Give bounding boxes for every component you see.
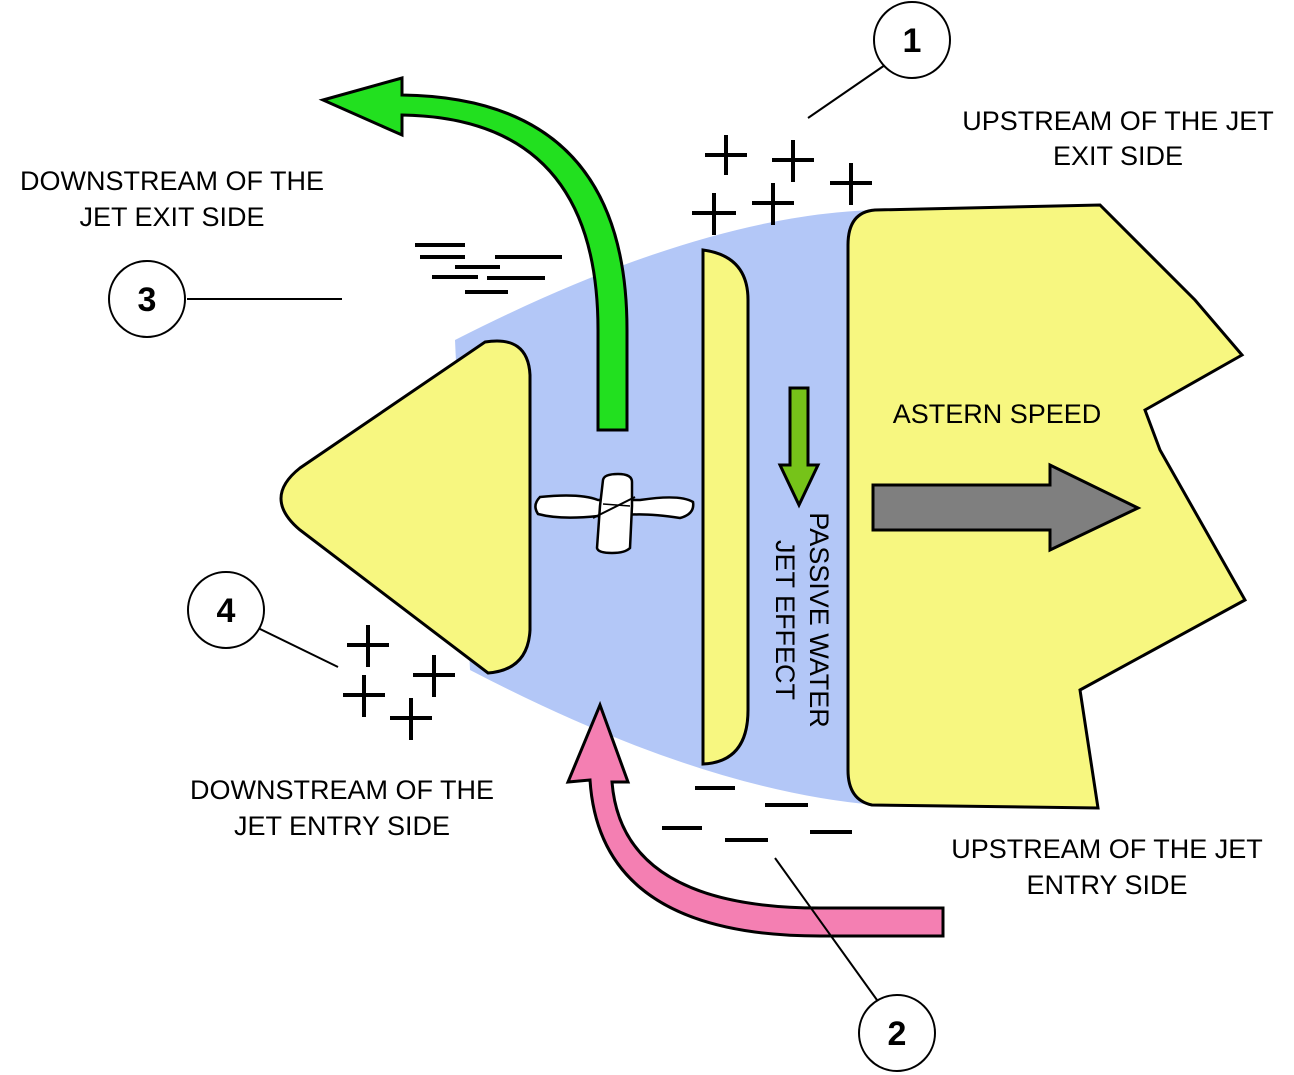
svg-text:1: 1 xyxy=(903,22,922,60)
plus-sign-icon xyxy=(347,625,389,667)
svg-text:EXIT SIDE: EXIT SIDE xyxy=(1053,141,1183,171)
svg-text:JET ENTRY SIDE: JET ENTRY SIDE xyxy=(234,811,450,841)
svg-text:4: 4 xyxy=(217,592,236,630)
callout-3: 3 xyxy=(108,260,186,338)
callout-2: 2 xyxy=(858,994,936,1072)
plus-sign-icon xyxy=(772,140,814,182)
plus-sign-icon xyxy=(830,163,872,205)
jet-entry-arrow xyxy=(565,700,945,938)
middle-plate xyxy=(701,248,750,766)
astern-speed-arrow xyxy=(871,462,1142,553)
positive-pressure-exit-upstream xyxy=(692,135,872,235)
passive-jet-arrow xyxy=(777,386,821,509)
svg-text:UPSTREAM OF THE JET: UPSTREAM OF THE JET xyxy=(951,834,1263,864)
svg-text:ENTRY SIDE: ENTRY SIDE xyxy=(1026,870,1187,900)
negative-pressure-entry-upstream xyxy=(662,786,852,842)
callout-1: 1 xyxy=(873,1,951,79)
svg-text:UPSTREAM OF THE JET: UPSTREAM OF THE JET xyxy=(962,106,1274,136)
label-astern-speed: ASTERN SPEED xyxy=(893,399,1102,429)
plus-sign-icon xyxy=(343,675,385,717)
svg-text:3: 3 xyxy=(138,281,157,319)
callout-1-leader xyxy=(807,64,886,119)
label-passive-water-jet: PASSIVE WATER JET EFFECT xyxy=(770,512,834,728)
label-upstream-exit: UPSTREAM OF THE JET EXIT SIDE xyxy=(962,106,1274,171)
svg-text:PASSIVE WATER: PASSIVE WATER xyxy=(804,512,834,728)
left-hull-section xyxy=(279,339,532,675)
svg-text:JET EXIT SIDE: JET EXIT SIDE xyxy=(79,202,264,232)
negative-pressure-exit-downstream xyxy=(415,243,562,294)
callout-2-leader xyxy=(774,857,878,1001)
plus-sign-icon xyxy=(413,655,455,697)
plus-sign-icon xyxy=(752,183,794,225)
plus-sign-icon xyxy=(692,193,736,235)
label-downstream-exit: DOWNSTREAM OF THE JET EXIT SIDE xyxy=(20,166,324,232)
label-downstream-entry: DOWNSTREAM OF THE JET ENTRY SIDE xyxy=(190,775,494,841)
svg-text:2: 2 xyxy=(888,1015,907,1053)
svg-text:DOWNSTREAM OF THE: DOWNSTREAM OF THE xyxy=(20,166,324,196)
callout-4-leader xyxy=(257,627,339,668)
callout-4: 4 xyxy=(187,571,265,649)
plus-sign-icon xyxy=(705,135,747,175)
svg-text:JET EFFECT: JET EFFECT xyxy=(770,540,800,700)
svg-text:DOWNSTREAM OF THE: DOWNSTREAM OF THE xyxy=(190,775,494,805)
thruster-propeller-icon xyxy=(534,472,695,555)
jet-exit-arrow xyxy=(318,76,629,432)
positive-pressure-entry-downstream xyxy=(343,625,455,740)
plus-sign-icon xyxy=(390,698,432,740)
label-upstream-entry: UPSTREAM OF THE JET ENTRY SIDE xyxy=(951,834,1263,900)
